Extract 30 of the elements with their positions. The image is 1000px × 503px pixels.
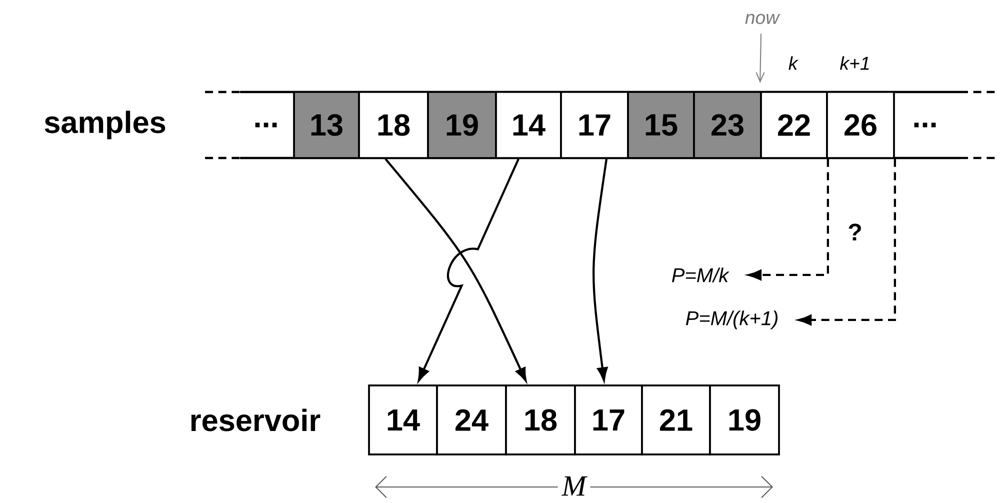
sample-cell: 13 [293,91,360,159]
arrow [756,34,765,84]
arrow [418,158,520,382]
reservoir-cell: 24 [436,384,507,456]
now-label: now [745,14,780,24]
size-label: M [558,472,590,500]
question-mark: ? [848,224,861,240]
sample-cell: 17 [560,91,629,159]
index-label: k [788,56,798,70]
reservoir-cell: 18 [505,384,576,456]
sample-cell: 23 [693,91,762,159]
sample-cell: 19 [427,91,497,159]
reservoir-cell: 19 [709,384,780,456]
row-label: reservoir [191,408,320,432]
reservoir-cell: 21 [641,384,711,456]
ellipsis: ... [255,122,277,128]
sample-cell: 26 [826,91,895,159]
ellipsis: ... [914,122,936,128]
reservoir-cell: 14 [368,384,438,456]
sample-cell: 18 [358,91,429,159]
probability-formula: P=M/k [672,268,730,282]
reservoir-cell: 17 [574,384,643,456]
probability-formula: P=M/(k+1) [686,310,778,330]
arrow [384,158,527,382]
index-label: k+1 [840,56,869,70]
arrow [798,158,896,326]
sample-cell: 22 [760,91,828,159]
row-label: samples [44,110,166,140]
sample-cell: 14 [495,91,562,159]
sample-cell: 15 [627,91,695,159]
